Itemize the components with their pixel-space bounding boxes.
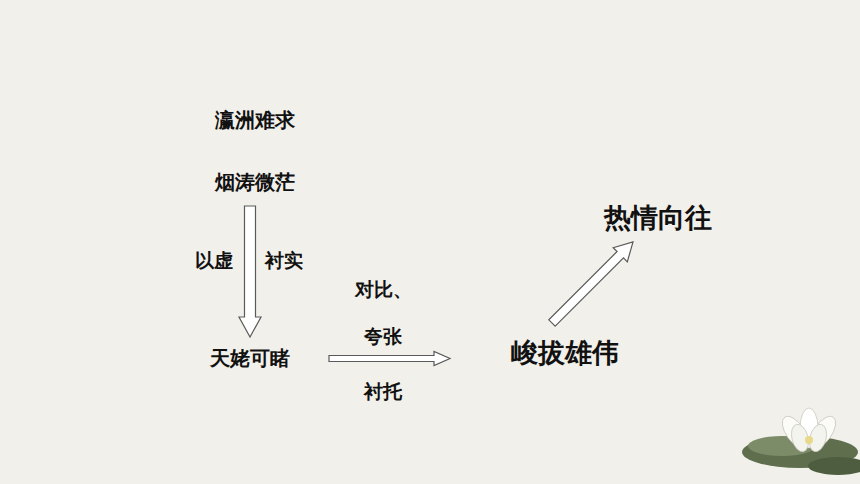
node-text: 热情向往 [604,200,712,236]
concept-text-node: 烟涛微茫 [212,167,298,198]
node-text: 峻拔雄伟 [511,335,619,371]
concept-text-node: 峻拔雄伟 [508,333,622,373]
node-text: 烟涛微茫 [215,169,295,196]
annotation-label: 衬托 [364,379,402,405]
annotation-label: 夸张 [364,324,402,350]
node-text: 天姥可睹 [210,345,290,372]
node-text: 瀛洲难求 [215,107,295,134]
lotus-leaf [808,457,860,475]
concept-text-node: 热情向往 [601,198,715,238]
hollow-arrow [239,206,261,337]
hollow-arrow [549,242,633,326]
lotus-flower [777,408,840,454]
concept-text-node: 天姥可睹 [207,343,293,374]
annotation-label: 对比、 [355,277,412,303]
annotation-label: 衬实 [265,248,303,274]
annotation-label: 以虚 [195,248,233,274]
hollow-arrow [329,352,450,366]
concept-text-node: 瀛洲难求 [212,105,298,136]
